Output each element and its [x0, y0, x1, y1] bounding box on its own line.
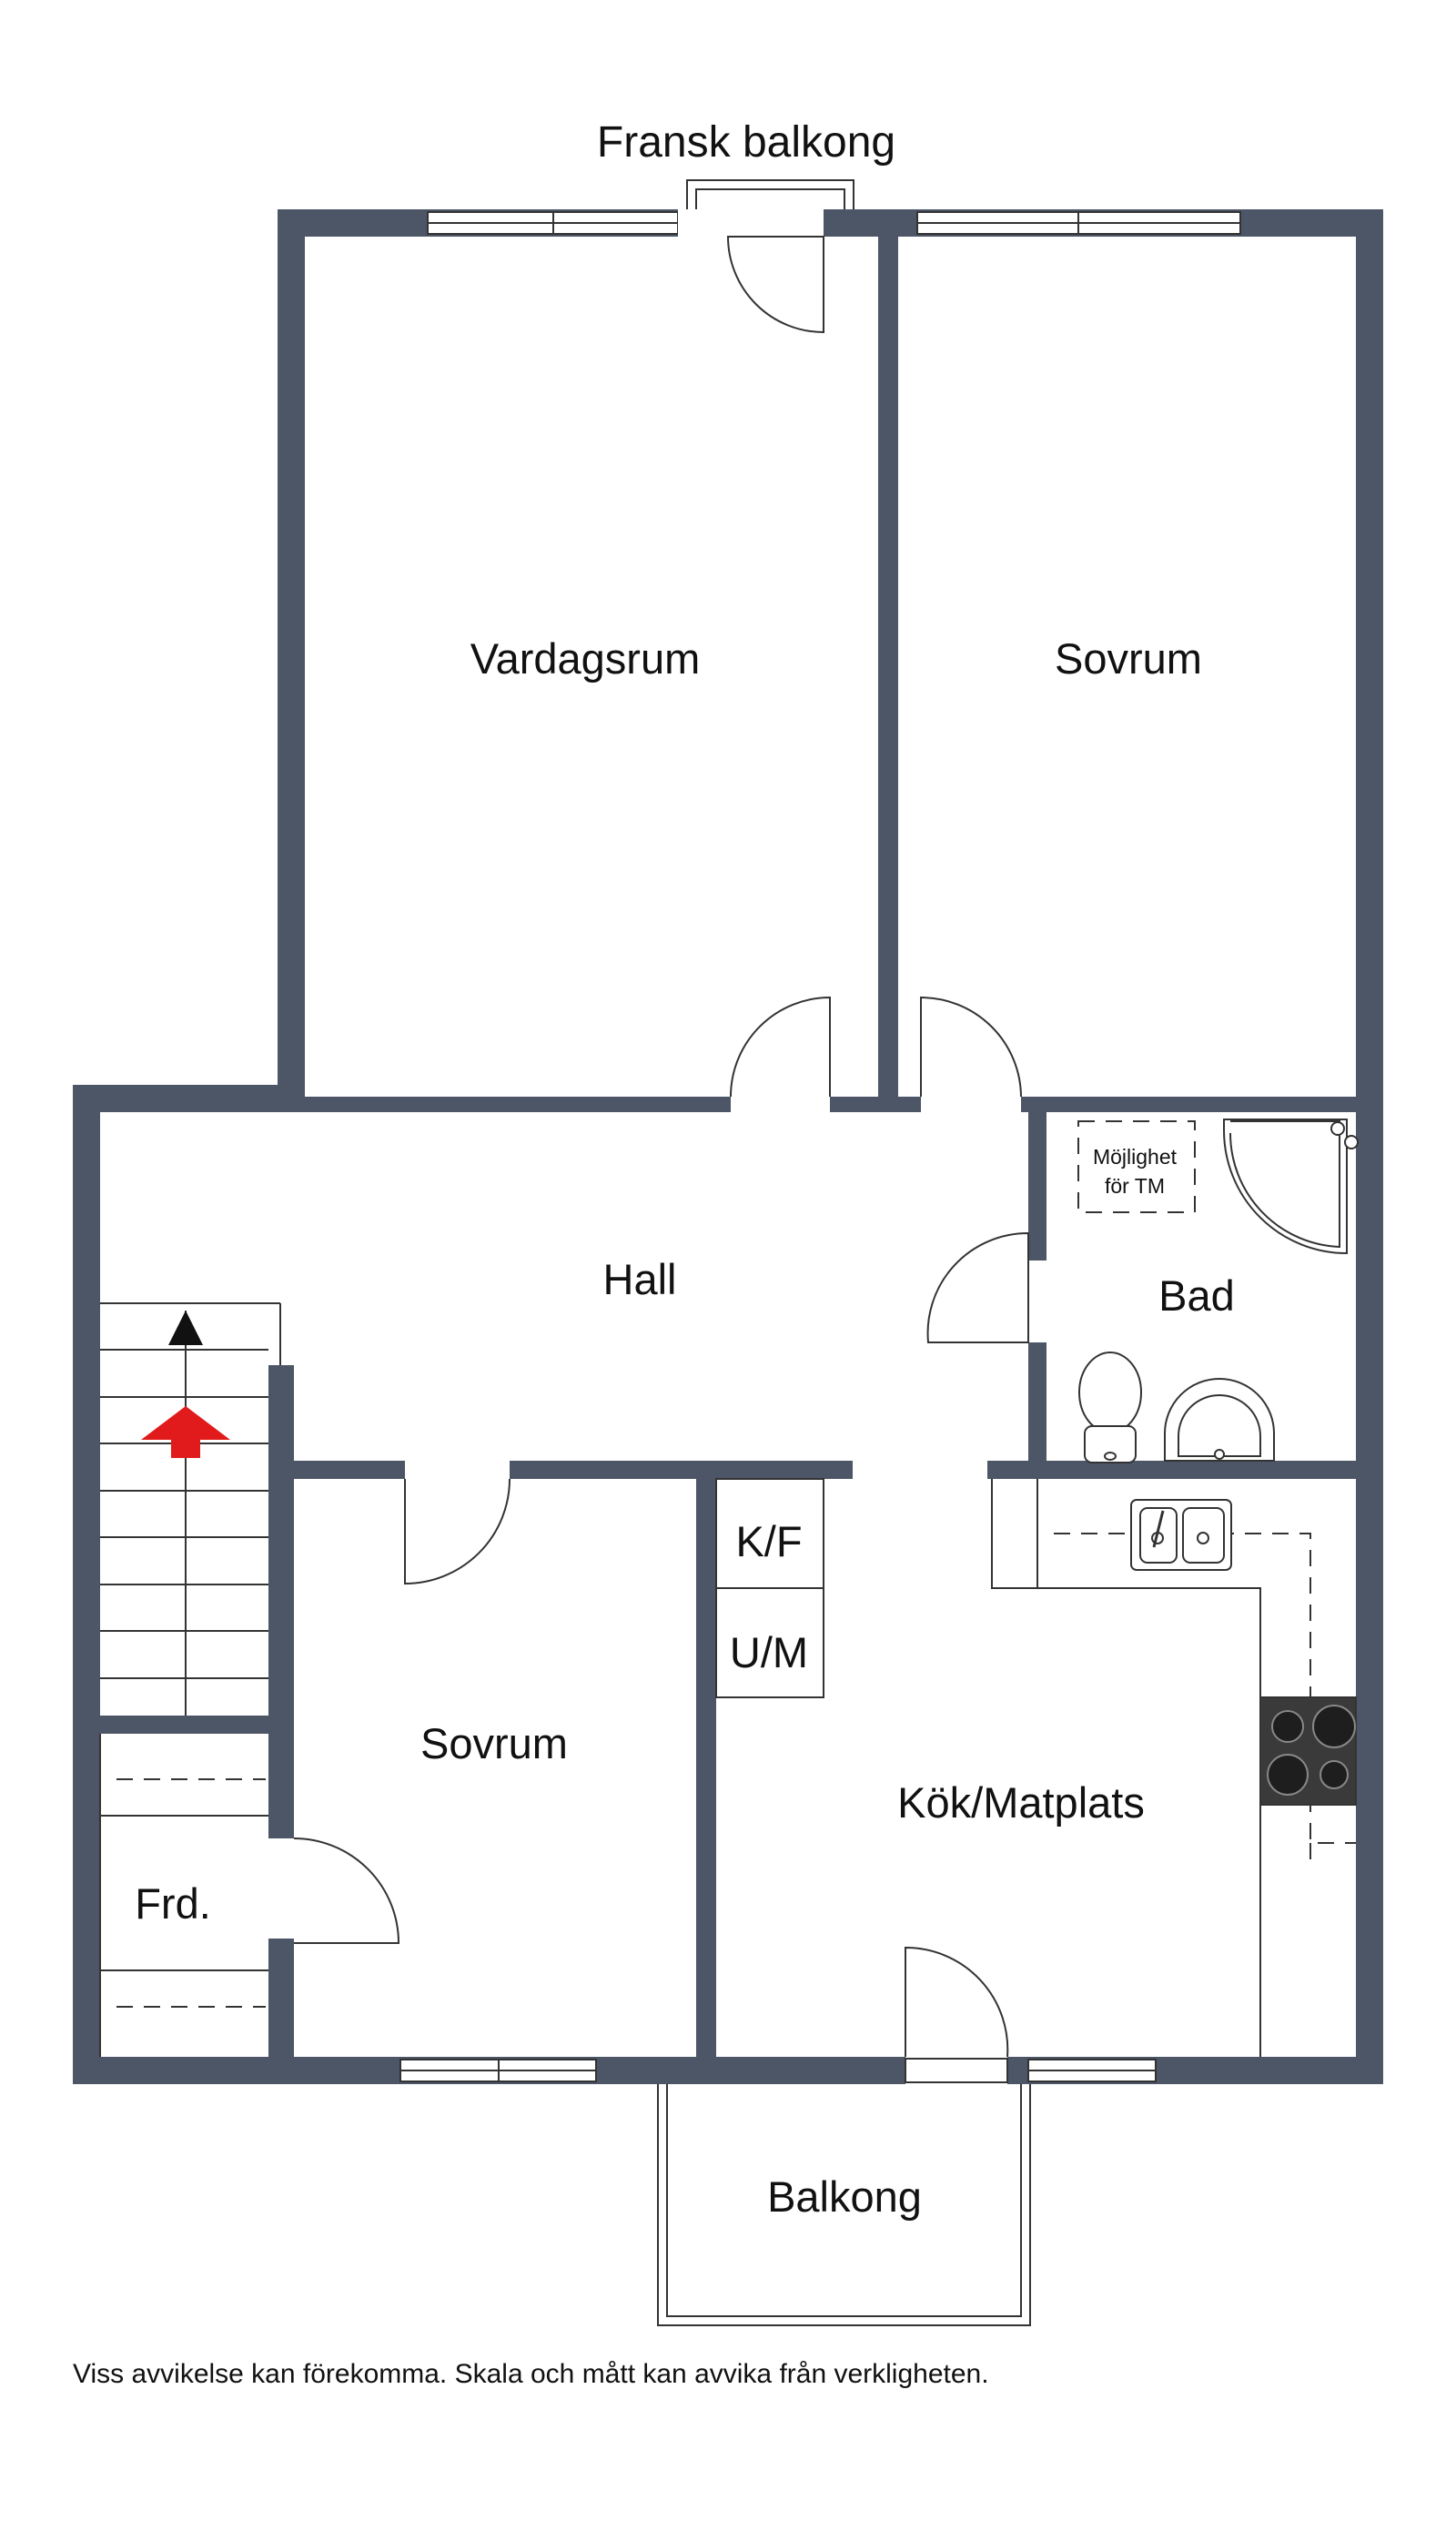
- door-swing-icon: [920, 996, 1022, 1112]
- windows: [399, 211, 1241, 2082]
- label-bad: Bad: [1158, 1271, 1235, 1320]
- label-fransk-balkong: Fransk balkong: [597, 118, 895, 167]
- stair-arrow-icon: [141, 1311, 230, 1458]
- label-um: U/M: [730, 1628, 808, 1676]
- label-kok: Kök/Matplats: [897, 1778, 1145, 1827]
- appliance-cabinets: [715, 1478, 824, 1698]
- door-swing-icon: [730, 996, 831, 1112]
- storage-shelves: [99, 1734, 268, 2057]
- interior-walls: [100, 237, 1356, 2057]
- toilet-icon: [1078, 1352, 1142, 1463]
- label-frd: Frd.: [135, 1879, 211, 1928]
- balcony: [657, 2084, 1031, 2326]
- staircase: [100, 1302, 281, 1716]
- label-kf: K/F: [735, 1517, 802, 1565]
- door-swing-icon: [926, 1231, 1046, 1343]
- label-mojlighet: Möjlighet: [1093, 1145, 1178, 1169]
- kitchen-counter: [991, 1479, 1357, 2057]
- french-balcony: [678, 179, 854, 237]
- door-swing-icon: [268, 1838, 400, 1944]
- sink-icon: [1130, 1499, 1232, 1571]
- label-balkong: Balkong: [767, 2172, 922, 2221]
- disclaimer: Viss avvikelse kan förekomma. Skala och …: [73, 2359, 989, 2389]
- door-swing-icon: [726, 236, 824, 334]
- washbasin-icon: [1164, 1378, 1275, 1462]
- doors: [268, 236, 1046, 2084]
- bathroom-fixtures: [1077, 1119, 1359, 1463]
- label-for-tm: för TM: [1105, 1174, 1165, 1198]
- label-sovrum-top: Sovrum: [1055, 634, 1202, 683]
- door-swing-icon: [905, 1946, 1009, 2084]
- label-sovrum-bottom: Sovrum: [420, 1719, 568, 1767]
- door-swing-icon: [404, 1461, 511, 1585]
- shower-icon: [1223, 1119, 1359, 1255]
- room-labels: Fransk balkong Vardagsrum Sovrum Hall Ba…: [135, 118, 1235, 2221]
- label-vardagsrum: Vardagsrum: [470, 634, 701, 683]
- exterior-walls: [73, 209, 1383, 2084]
- label-hall: Hall: [603, 1255, 677, 1303]
